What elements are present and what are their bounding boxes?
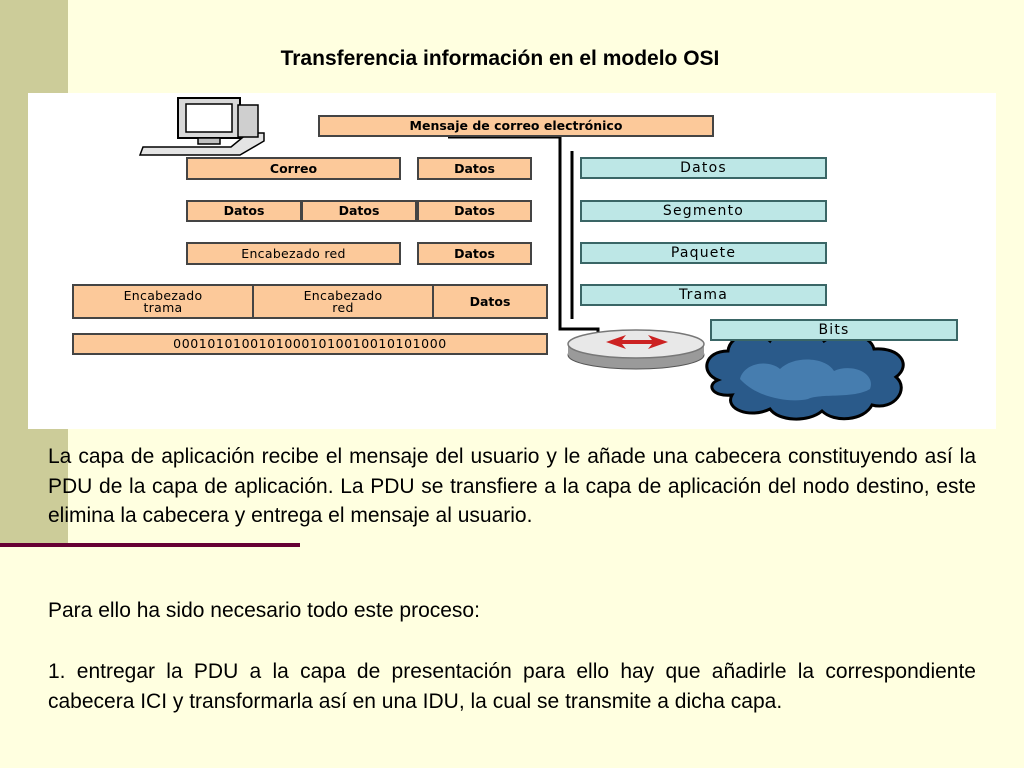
osi-diagram: Mensaje de correo electrónico Correo Dat…	[28, 93, 996, 429]
paragraph-step-1: 1. entregar la PDU a la capa de presenta…	[48, 660, 976, 713]
pdu-row3-encabezado-red: Encabezado red	[186, 242, 401, 265]
paragraph-process-intro: Para ello ha sido necesario todo este pr…	[48, 599, 480, 622]
layer-label-bits: Bits	[710, 319, 958, 341]
diagram-graphics	[138, 97, 905, 421]
pdu-row1-datos: Datos	[417, 157, 532, 180]
pdu-row4-encabezado-trama: Encabezado trama	[72, 284, 254, 319]
pdu-row4-datos: Datos	[432, 284, 548, 319]
cloud-icon	[705, 327, 905, 421]
layer-label-paquete: Paquete	[580, 242, 827, 264]
pdu-row3-datos: Datos	[417, 242, 532, 265]
pdu-row4-encabezado-red: Encabezado red	[252, 284, 434, 319]
paragraph-description: La capa de aplicación recibe el mensaje …	[48, 445, 976, 527]
email-message-box: Mensaje de correo electrónico	[318, 115, 714, 137]
pdu-row1-correo: Correo	[186, 157, 401, 180]
layer-label-segmento: Segmento	[580, 200, 827, 222]
router-icon	[567, 329, 705, 370]
pdu-row5-bits: 00010101001010001010010010101000	[72, 333, 548, 355]
computer-icon	[138, 97, 265, 156]
pdu-row2-datos-1: Datos	[186, 200, 302, 222]
layer-label-trama: Trama	[580, 284, 827, 306]
layer-label-datos: Datos	[580, 157, 827, 179]
decorative-divider-line	[0, 543, 300, 547]
pdu-row2-datos-3: Datos	[417, 200, 532, 222]
slide-title: Transferencia información en el modelo O…	[280, 47, 720, 70]
pdu-row2-datos-2: Datos	[301, 200, 417, 222]
